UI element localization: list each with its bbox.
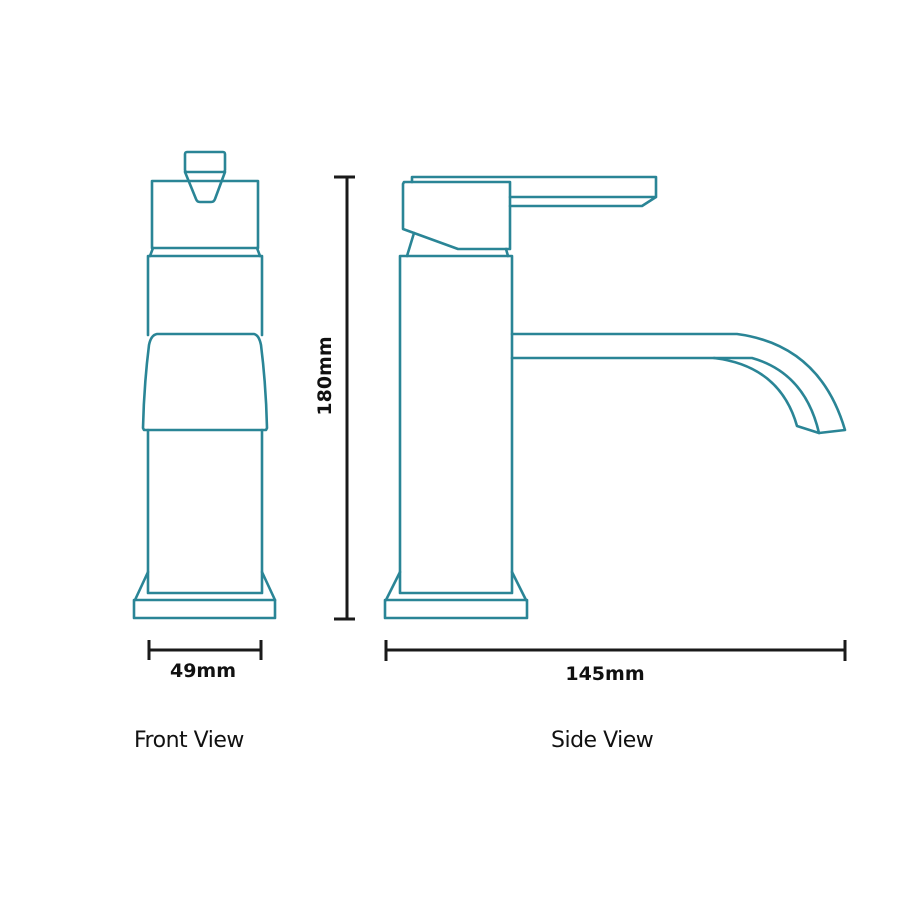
side-base xyxy=(383,598,529,620)
side-view-drawing xyxy=(383,175,847,620)
front-width-dimension: 49mm xyxy=(147,640,263,682)
front-lever-knob-taper xyxy=(183,170,227,204)
front-lever-housing xyxy=(150,179,260,250)
side-spout-inner xyxy=(712,356,821,435)
side-lever-handle xyxy=(410,175,658,208)
side-base-chamfer xyxy=(384,570,528,602)
front-lower-body xyxy=(146,428,264,595)
front-view-drawing xyxy=(132,150,277,620)
height-label: 180mm xyxy=(314,336,336,415)
front-neck xyxy=(148,246,262,258)
front-lever-knob xyxy=(183,150,227,174)
side-body xyxy=(398,254,514,595)
front-width-label: 49mm xyxy=(170,660,236,682)
front-collar xyxy=(141,332,269,432)
height-dimension: 180mm xyxy=(314,175,355,621)
front-base-chamfer xyxy=(133,570,277,602)
front-base xyxy=(132,598,277,620)
side-spout xyxy=(510,332,847,435)
side-depth-label: 145mm xyxy=(565,663,644,685)
side-depth-dimension: 145mm xyxy=(384,640,847,685)
side-lever-housing xyxy=(401,180,512,251)
side-view-label: Side View xyxy=(551,728,654,753)
front-upper-body xyxy=(146,254,264,337)
front-view-label: Front View xyxy=(134,728,244,753)
